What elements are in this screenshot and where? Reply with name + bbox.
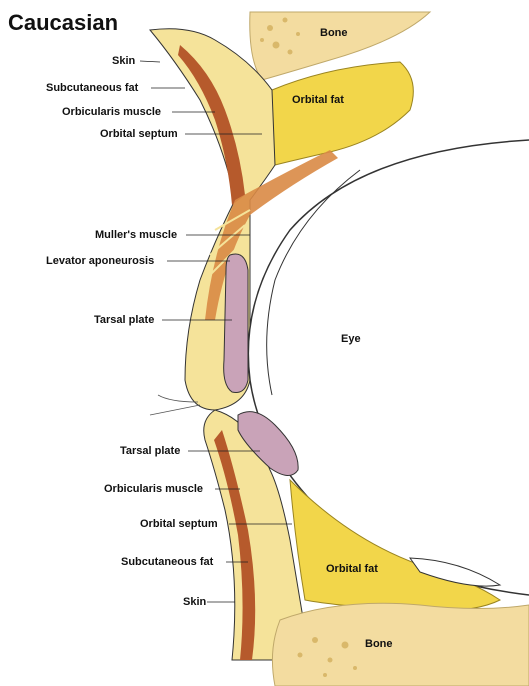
label-bone-bottom: Bone bbox=[365, 638, 393, 650]
label-orbital-fat-bottom: Orbital fat bbox=[326, 563, 378, 575]
lower-bone bbox=[272, 603, 529, 686]
label-subcutaneous-fat-bottom: Subcutaneous fat bbox=[121, 556, 214, 568]
label-orbital-septum-top: Orbital septum bbox=[100, 128, 178, 140]
label-skin-top: Skin bbox=[112, 55, 136, 67]
eye-globe bbox=[248, 140, 529, 595]
label-skin-bottom: Skin bbox=[183, 596, 207, 608]
label-orbital-fat-top: Orbital fat bbox=[292, 94, 344, 106]
upper-tarsal-plate bbox=[224, 254, 248, 393]
label-eye: Eye bbox=[341, 333, 361, 345]
label-subcutaneous-fat-top: Subcutaneous fat bbox=[46, 82, 139, 94]
label-tarsal-plate-bottom: Tarsal plate bbox=[120, 445, 180, 457]
label-bone-top: Bone bbox=[320, 27, 348, 39]
label-orbicularis-muscle-top: Orbicularis muscle bbox=[62, 106, 161, 118]
label-orbicularis-muscle-bottom: Orbicularis muscle bbox=[104, 483, 203, 495]
leader-skin-top bbox=[140, 61, 160, 62]
label-levator-aponeurosis: Levator aponeurosis bbox=[46, 255, 154, 267]
label-tarsal-plate-top: Tarsal plate bbox=[94, 314, 154, 326]
label-mullers-muscle: Muller's muscle bbox=[95, 229, 177, 241]
label-orbital-septum-bottom: Orbital septum bbox=[140, 518, 218, 530]
upper-orbital-fat bbox=[269, 62, 413, 165]
